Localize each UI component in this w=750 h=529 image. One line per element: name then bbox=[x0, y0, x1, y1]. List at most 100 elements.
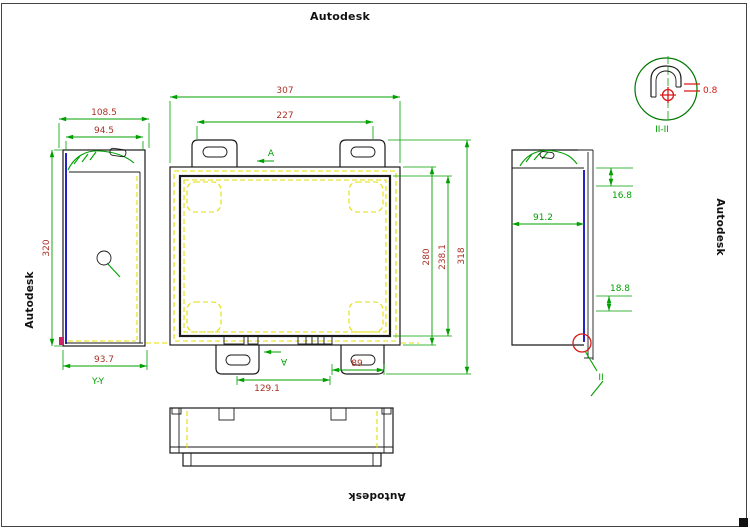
ext-lines bbox=[236, 376, 331, 385]
dim-front-body-height: 280 bbox=[403, 166, 436, 346]
latch-hatch bbox=[525, 151, 549, 163]
bottom-corner-left bbox=[171, 407, 182, 415]
dim-wall-thickness: 0.8 bbox=[684, 83, 718, 96]
dim-right-bottom-lip: 18.8 bbox=[596, 284, 632, 312]
mount-tab-top-left bbox=[191, 139, 238, 167]
section-label-a-top: A bbox=[268, 149, 275, 159]
dim-text-16-8: 16.8 bbox=[612, 191, 632, 201]
detail-leader bbox=[584, 350, 598, 372]
dim-text-94-5: 94.5 bbox=[94, 126, 114, 136]
dim-text-108-5: 108.5 bbox=[91, 108, 117, 118]
dim-text-320: 320 bbox=[42, 239, 52, 256]
bottom-clip-left bbox=[218, 407, 235, 421]
section-label-a-bottom: A bbox=[280, 356, 287, 366]
bottom-inner-edges bbox=[178, 408, 385, 453]
dim-front-bottom-left-span: 129.1 bbox=[236, 376, 331, 394]
ext-lines bbox=[54, 149, 62, 347]
hook-profile-inner bbox=[655, 70, 677, 97]
side-hole bbox=[96, 250, 112, 266]
dim-left-inner-width: 94.5 bbox=[65, 126, 144, 150]
section-arrow-bottom: A bbox=[264, 349, 287, 366]
dim-left-bottom-width: 93.7 bbox=[62, 350, 148, 370]
ext-lines bbox=[596, 295, 632, 312]
dim-front-overall-width: 307 bbox=[169, 86, 401, 163]
dim-front-overall-height: 318 bbox=[386, 139, 471, 375]
bottom-view-outline bbox=[169, 407, 394, 454]
front-bezel-outline bbox=[178, 174, 392, 338]
corner-bracket-tl bbox=[186, 181, 222, 213]
bottom-hidden-edges bbox=[186, 411, 378, 449]
view-label-yy: Y-Y bbox=[91, 377, 105, 387]
latch-slot bbox=[539, 151, 555, 159]
dim-front-slot-span: 227 bbox=[196, 111, 374, 139]
bottom-clip-right bbox=[330, 407, 347, 421]
detail-label-ii-ii: II-II bbox=[655, 125, 669, 135]
ext-lines bbox=[596, 167, 633, 187]
corner-bracket-tr bbox=[348, 181, 384, 213]
ext-lines bbox=[169, 101, 401, 163]
dim-text-129-1: 129.1 bbox=[254, 384, 280, 394]
latch-curve bbox=[519, 149, 578, 167]
ext-lines bbox=[393, 175, 452, 337]
base-ticks bbox=[190, 453, 374, 466]
terminal-block-2 bbox=[247, 335, 259, 345]
dim-text-0-8: 0.8 bbox=[703, 86, 718, 96]
dim-text-227: 227 bbox=[276, 111, 293, 121]
mount-slot-bottom-left bbox=[225, 354, 251, 366]
terminal-pins bbox=[305, 336, 325, 344]
latch-curve bbox=[67, 150, 135, 171]
section-arrow-top: A bbox=[257, 149, 275, 164]
right-view-outline bbox=[511, 149, 584, 346]
crosshair-icon bbox=[660, 87, 676, 103]
front-hidden-outline bbox=[173, 170, 397, 342]
latch-hatch bbox=[73, 151, 97, 165]
dim-text-307: 307 bbox=[276, 86, 293, 96]
front-hidden-inner bbox=[183, 179, 387, 333]
ext-lines bbox=[196, 126, 374, 139]
sheet-border bbox=[1, 3, 747, 527]
detail-label-ii: II bbox=[598, 373, 603, 383]
corner-bracket-br bbox=[348, 301, 384, 333]
bottom-base-strip bbox=[182, 452, 382, 467]
right-side-view: II 91.2 16.8 18.8 bbox=[511, 149, 633, 397]
dim-text-93-7: 93.7 bbox=[94, 355, 114, 365]
hook-caps bbox=[651, 86, 681, 98]
sheet-corner-mark bbox=[739, 518, 748, 527]
corner-bracket-bl bbox=[186, 301, 222, 333]
mount-slot-top-right bbox=[350, 146, 376, 158]
ext-lines bbox=[58, 123, 150, 148]
latch-slot bbox=[109, 147, 127, 158]
ext-lines bbox=[386, 139, 471, 375]
terminal-block-3 bbox=[297, 335, 333, 345]
bottom-corner-right bbox=[381, 407, 392, 415]
dim-front-bottom-right-span: 89 bbox=[331, 359, 385, 375]
hole-leader bbox=[106, 262, 121, 278]
front-outer-outline bbox=[169, 166, 401, 346]
mount-slot-bottom-right bbox=[350, 354, 376, 366]
dim-text-89: 89 bbox=[351, 359, 363, 369]
detail-view-ii: 0.8 II-II bbox=[634, 56, 718, 135]
watermark-top: Autodesk bbox=[310, 10, 370, 23]
dim-front-bezel-height: 238.1 bbox=[393, 175, 452, 337]
dim-text-280: 280 bbox=[422, 248, 432, 265]
terminal-block-1 bbox=[223, 335, 245, 345]
mount-tab-top-right bbox=[339, 139, 386, 167]
mount-slot-top-left bbox=[202, 146, 228, 158]
detail-callout-circle bbox=[572, 333, 592, 353]
corner-mark bbox=[59, 337, 64, 345]
left-side-view: 108.5 94.5 320 93.7 Y-Y bbox=[42, 108, 150, 387]
dim-left-height: 320 bbox=[42, 149, 62, 347]
hook-profile-outer bbox=[650, 65, 682, 97]
ext-lines bbox=[65, 141, 144, 150]
section-tick bbox=[590, 380, 604, 397]
left-view-outline bbox=[62, 149, 146, 347]
dim-left-outer-width: 108.5 bbox=[58, 108, 150, 148]
mount-tab-bottom-left bbox=[215, 345, 260, 375]
dim-text-318: 318 bbox=[457, 247, 467, 264]
dim-right-depth: 91.2 bbox=[512, 213, 584, 227]
thickness-ticks bbox=[684, 83, 700, 92]
dim-text-238-1: 238.1 bbox=[438, 244, 448, 270]
detail-circle bbox=[634, 57, 698, 121]
